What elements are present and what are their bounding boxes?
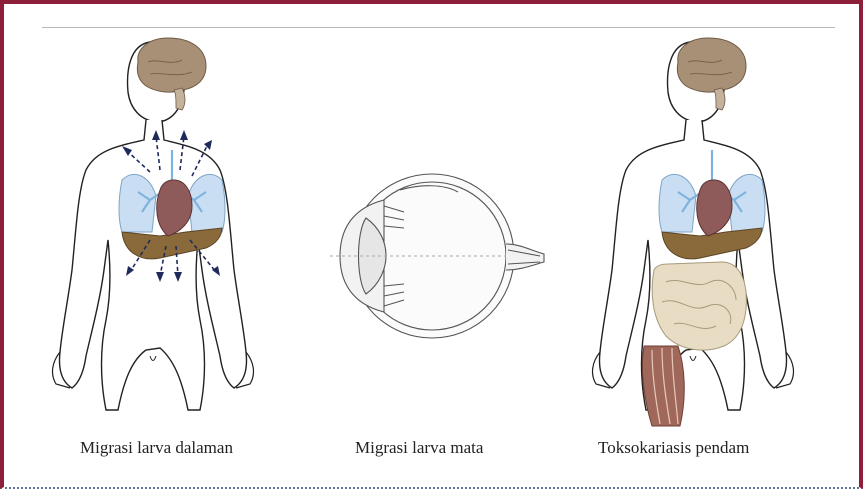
caption-visceral-larva-migration: Migrasi larva dalaman — [80, 438, 233, 458]
intestine — [652, 262, 746, 350]
caption-covert-toxocariasis: Toksokariasis pendam — [598, 438, 749, 458]
caption-ocular-larva-migration: Migrasi larva mata — [355, 438, 483, 458]
figure-ocular-migration — [330, 174, 544, 338]
figure-visceral-migration — [53, 38, 254, 410]
figure-covert-toxocariasis — [593, 38, 794, 426]
muscle — [642, 346, 684, 426]
